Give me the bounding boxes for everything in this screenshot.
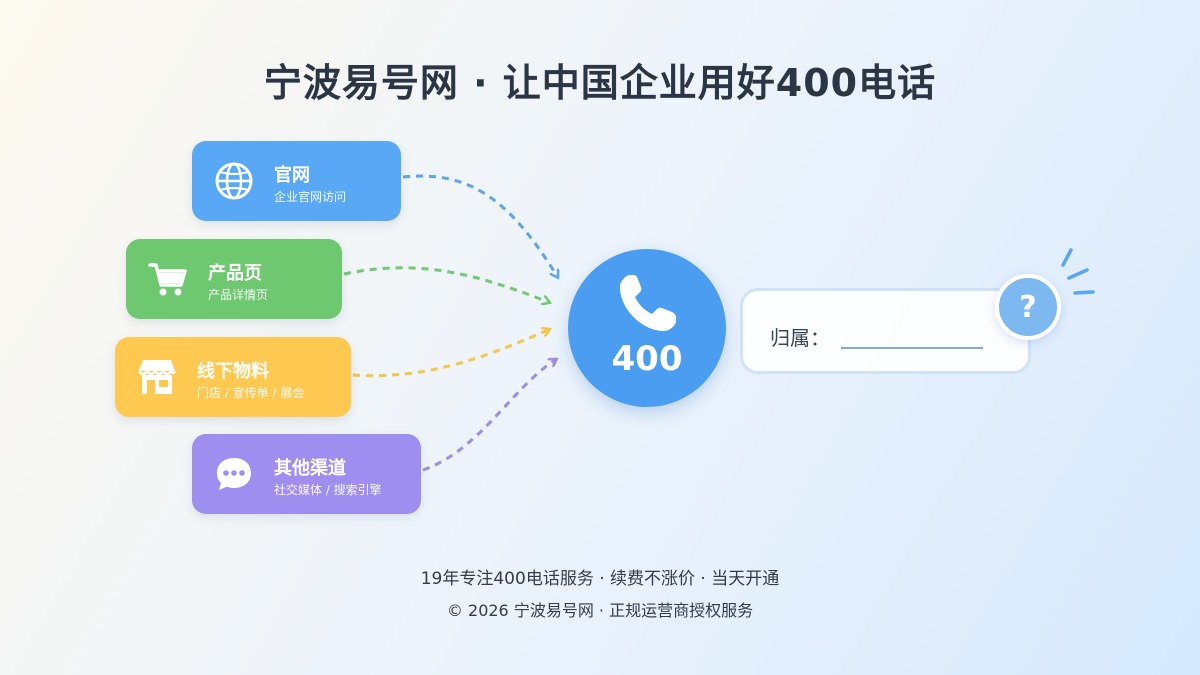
channel-title: 其他渠道 [274,458,346,479]
channel-card-other: 其他渠道 社交媒体 / 搜索引擎 [192,434,421,514]
storefront-icon [137,360,177,394]
footer-copyright: © 2026 宁波易号网 · 正规运营商授权服务 [446,601,754,620]
channel-subtitle: 企业官网访问 [274,190,347,204]
flow-arrow-website [402,174,557,276]
channel-card-offline: 线下物料 门店 / 宣传单 / 展会 [115,337,351,417]
phone-hub: 400 [568,249,726,407]
phone-number: 400 [611,339,683,379]
channel-title: 官网 [274,165,310,186]
channel-title: 线下物料 [197,361,269,382]
flow-arrow-product [343,266,548,302]
attribution-box: 归属： [740,288,1031,374]
channel-card-website: 官网 企业官网访问 [192,141,401,221]
phone-icon [620,275,676,331]
channel-card-product: 产品页 产品详情页 [126,239,342,319]
page-title: 宁波易号网 · 让中国企业用好400电话 [263,61,937,105]
flow-arrow-other [422,360,555,472]
sparkle-rays-icon [1061,248,1095,295]
attribution-blank-line [841,347,983,349]
channel-subtitle: 门店 / 宣传单 / 展会 [197,386,305,400]
question-icon: ? [995,274,1061,340]
channel-subtitle: 社交媒体 / 搜索引擎 [274,483,382,497]
flow-arrow-offline [352,330,548,378]
footer-tagline: 19年专注400电话服务 · 续费不涨价 · 当天开通 [420,569,780,589]
channel-subtitle: 产品详情页 [208,288,269,302]
globe-icon [215,162,253,200]
attribution-label: 归属： [770,326,830,350]
chat-bubble-icon [217,458,251,490]
channel-title: 产品页 [208,263,262,284]
question-symbol: ? [1019,290,1037,325]
shopping-cart-icon [148,263,187,296]
